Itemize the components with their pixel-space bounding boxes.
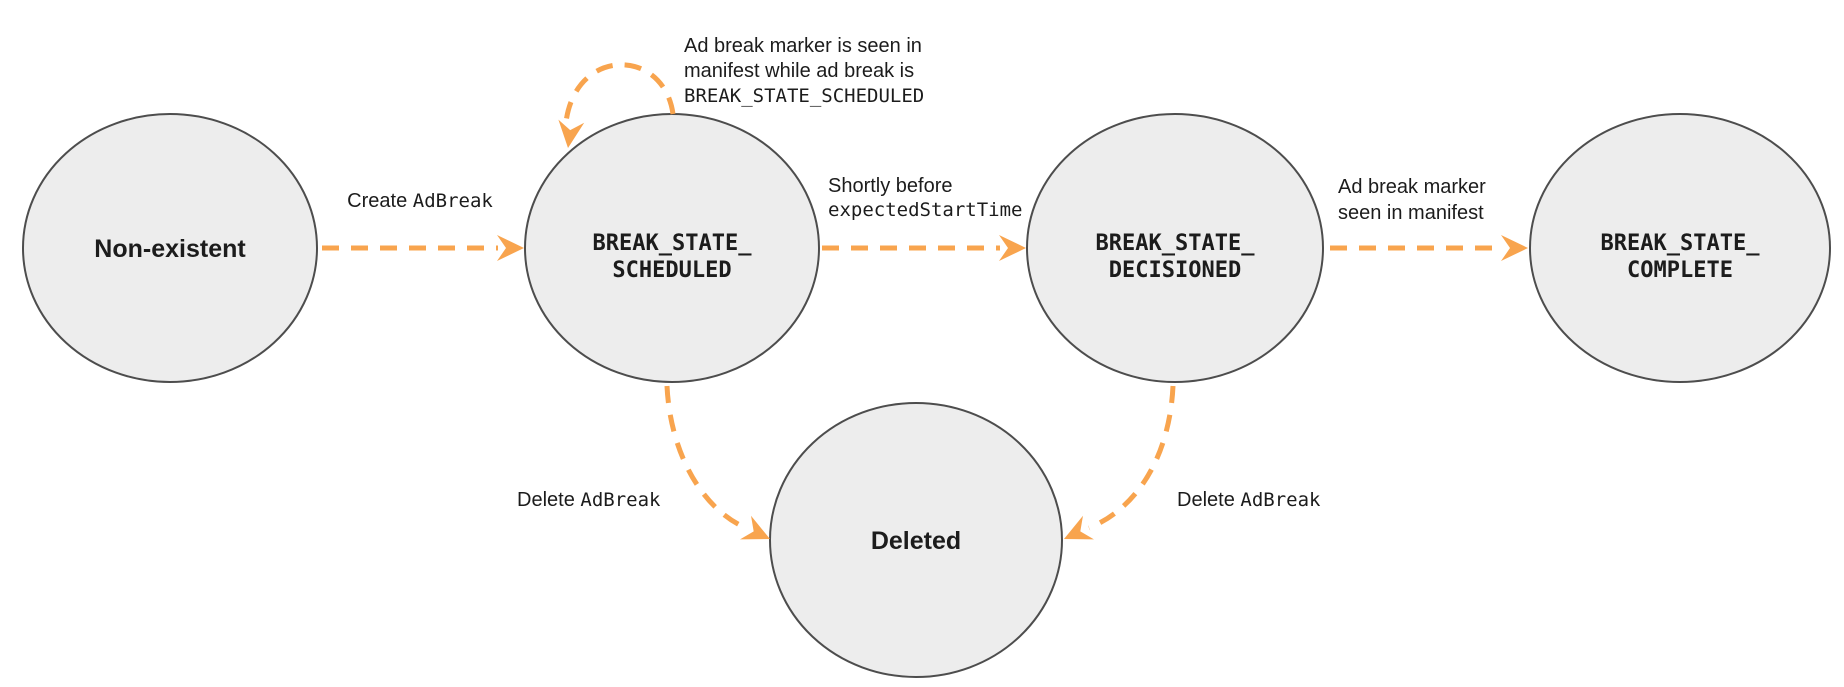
transition-arrowhead-icon: [1064, 515, 1094, 540]
transition-arrowhead-icon: [497, 235, 524, 261]
transition-label: Shortly before: [828, 175, 953, 197]
state-label-non-existent: Non-existent: [94, 235, 246, 263]
transition-label: seen in manifest: [1338, 202, 1484, 224]
transition-arrow-path: [1088, 385, 1176, 531]
state-label-break-state-complete: COMPLETE: [1627, 258, 1733, 283]
transition-delete-adbreak-from-scheduled: Delete AdBreak: [517, 385, 770, 540]
transition-arrow-path: [563, 62, 676, 123]
state-break-state-complete: BREAK_STATE_COMPLETE: [1529, 113, 1831, 383]
state-circle-break-state-complete: [1529, 113, 1831, 383]
state-deleted: Deleted: [769, 402, 1063, 678]
state-label-break-state-complete: BREAK_STATE_: [1601, 231, 1761, 256]
transition-create-adbreak: Create AdBreak: [322, 190, 524, 261]
state-non-existent: Non-existent: [22, 113, 318, 383]
transition-arrowhead-icon: [558, 119, 585, 148]
transition-ad-break-marker-seen-in-manifest: Ad break marker seen in manifest: [1330, 176, 1528, 261]
transition-arrowhead-icon: [740, 515, 770, 540]
state-label-break-state-decisioned: BREAK_STATE_: [1096, 231, 1256, 256]
state-circle-break-state-decisioned: [1026, 113, 1324, 383]
transition-label: BREAK_STATE_SCHEDULED: [684, 85, 924, 107]
state-label-break-state-scheduled: SCHEDULED: [612, 258, 731, 283]
transition-marker-seen-while-scheduled-self-loop: Ad break marker is seen in manifest while…: [558, 35, 924, 148]
transition-label: Ad break marker is seen in: [684, 35, 922, 57]
transition-label: Ad break marker: [1338, 176, 1486, 198]
transition-label: Delete AdBreak: [517, 489, 661, 511]
state-break-state-decisioned: BREAK_STATE_DECISIONED: [1026, 113, 1324, 383]
transition-arrowhead-icon: [999, 235, 1026, 261]
transition-label: Delete AdBreak: [1177, 489, 1321, 511]
state-label-deleted: Deleted: [871, 527, 961, 555]
transition-label: expectedStartTime: [828, 199, 1022, 221]
state-circle-non-existent: [22, 113, 318, 383]
transition-label: manifest while ad break is: [684, 60, 914, 82]
state-break-state-scheduled: BREAK_STATE_SCHEDULED: [524, 113, 820, 383]
state-circle-deleted: [769, 402, 1063, 678]
state-label-break-state-scheduled: BREAK_STATE_: [593, 231, 753, 256]
transition-label: Create AdBreak: [347, 190, 493, 212]
transition-delete-adbreak-from-decisioned: Delete AdBreak: [1064, 385, 1321, 540]
transition-arrow-path: [664, 385, 747, 531]
transition-arrowhead-icon: [1501, 235, 1528, 261]
state-label-break-state-decisioned: DECISIONED: [1109, 258, 1241, 283]
